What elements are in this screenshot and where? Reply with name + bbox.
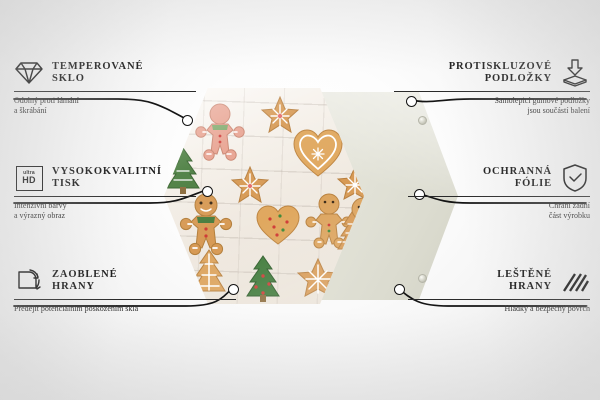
feature-title: Leštěné hrany: [497, 268, 552, 293]
feature-subtitle: Samolepicí gumové podložky jsou součástí…: [494, 96, 590, 115]
feature-subtitle: Předejít potenciálním poškozením skla: [14, 304, 139, 313]
divider: [14, 299, 236, 300]
divider: [394, 91, 590, 92]
divider: [14, 196, 196, 197]
feature-title: Zaoblené hrany: [52, 268, 118, 293]
connector-endpoint: [202, 186, 213, 197]
cookie-star: [230, 165, 270, 206]
feature-header: Protiskluzové podložky: [394, 58, 590, 88]
cookie-tree-iced: [186, 248, 232, 300]
ultra-hd-icon-bottom-label: HD: [22, 175, 36, 186]
connector-endpoint: [406, 96, 417, 107]
ultra-hd-icon: ultra HD: [14, 163, 44, 193]
divider: [408, 299, 590, 300]
rounded-corner-icon: [14, 266, 44, 296]
feature-anti-slip-pads: Protiskluzové podložky Samolepicí gumové…: [394, 58, 590, 116]
feature-subtitle: Chrání zadní část výrobku: [548, 201, 590, 220]
ultra-hd-icon-top-label: ultra: [23, 169, 35, 176]
feature-title: Temperované sklo: [52, 60, 144, 85]
divider: [408, 196, 590, 197]
rubber-pad: [418, 274, 427, 283]
anti-slip-pad-icon: [560, 58, 590, 88]
cookie-tree-green: [242, 254, 284, 304]
cookie-gingerbread-man: [194, 102, 246, 161]
connector-endpoint: [228, 284, 239, 295]
feature-rounded-edges: Zaoblené hrany Předejít potenciálním poš…: [14, 266, 236, 314]
product-image: [150, 78, 458, 318]
feature-subtitle: Intenzivní barvy a výrazný obraz: [14, 201, 67, 220]
shield-check-icon: [560, 163, 590, 193]
polished-edge-icon: [560, 266, 590, 296]
feature-header: ultra HD Vysokokvalitní tisk: [14, 163, 196, 193]
feature-header: Zaoblené hrany: [14, 266, 236, 296]
connector-endpoint: [182, 115, 193, 126]
rubber-pad: [418, 116, 427, 125]
feature-title: Ochranná fólie: [482, 165, 552, 190]
feature-subtitle: Odolný proti lámání a škrábání: [14, 96, 79, 115]
glass-reflection: [164, 88, 364, 304]
cookie-heart-sprinkles: [256, 204, 300, 246]
diamond-icon: [14, 58, 44, 88]
feature-title: Protiskluzové podložky: [448, 60, 552, 85]
feature-high-quality-print: ultra HD Vysokokvalitní tisk Intenzivní …: [14, 163, 196, 221]
connector-endpoint: [394, 284, 405, 295]
feature-title: Vysokokvalitní tisk: [52, 165, 162, 190]
cookie-star: [260, 95, 300, 136]
cookie-gingerbread-man: [304, 192, 354, 249]
feature-polished-edges: Leštěné hrany Hladký a bezpečný povrch: [408, 266, 590, 314]
feature-subtitle: Hladký a bezpečný povrch: [504, 304, 590, 313]
feature-protective-film: Ochranná fólie Chrání zadní část výrobku: [408, 163, 590, 221]
cookie-heart-large: [292, 128, 344, 178]
connector-endpoint: [414, 189, 425, 200]
feature-header: Ochranná fólie: [408, 163, 590, 193]
feature-header: Leštěné hrany: [408, 266, 590, 296]
feature-tempered-glass: Temperované sklo Odolný proti lámání a š…: [14, 58, 196, 116]
divider: [14, 91, 196, 92]
feature-header: Temperované sklo: [14, 58, 196, 88]
